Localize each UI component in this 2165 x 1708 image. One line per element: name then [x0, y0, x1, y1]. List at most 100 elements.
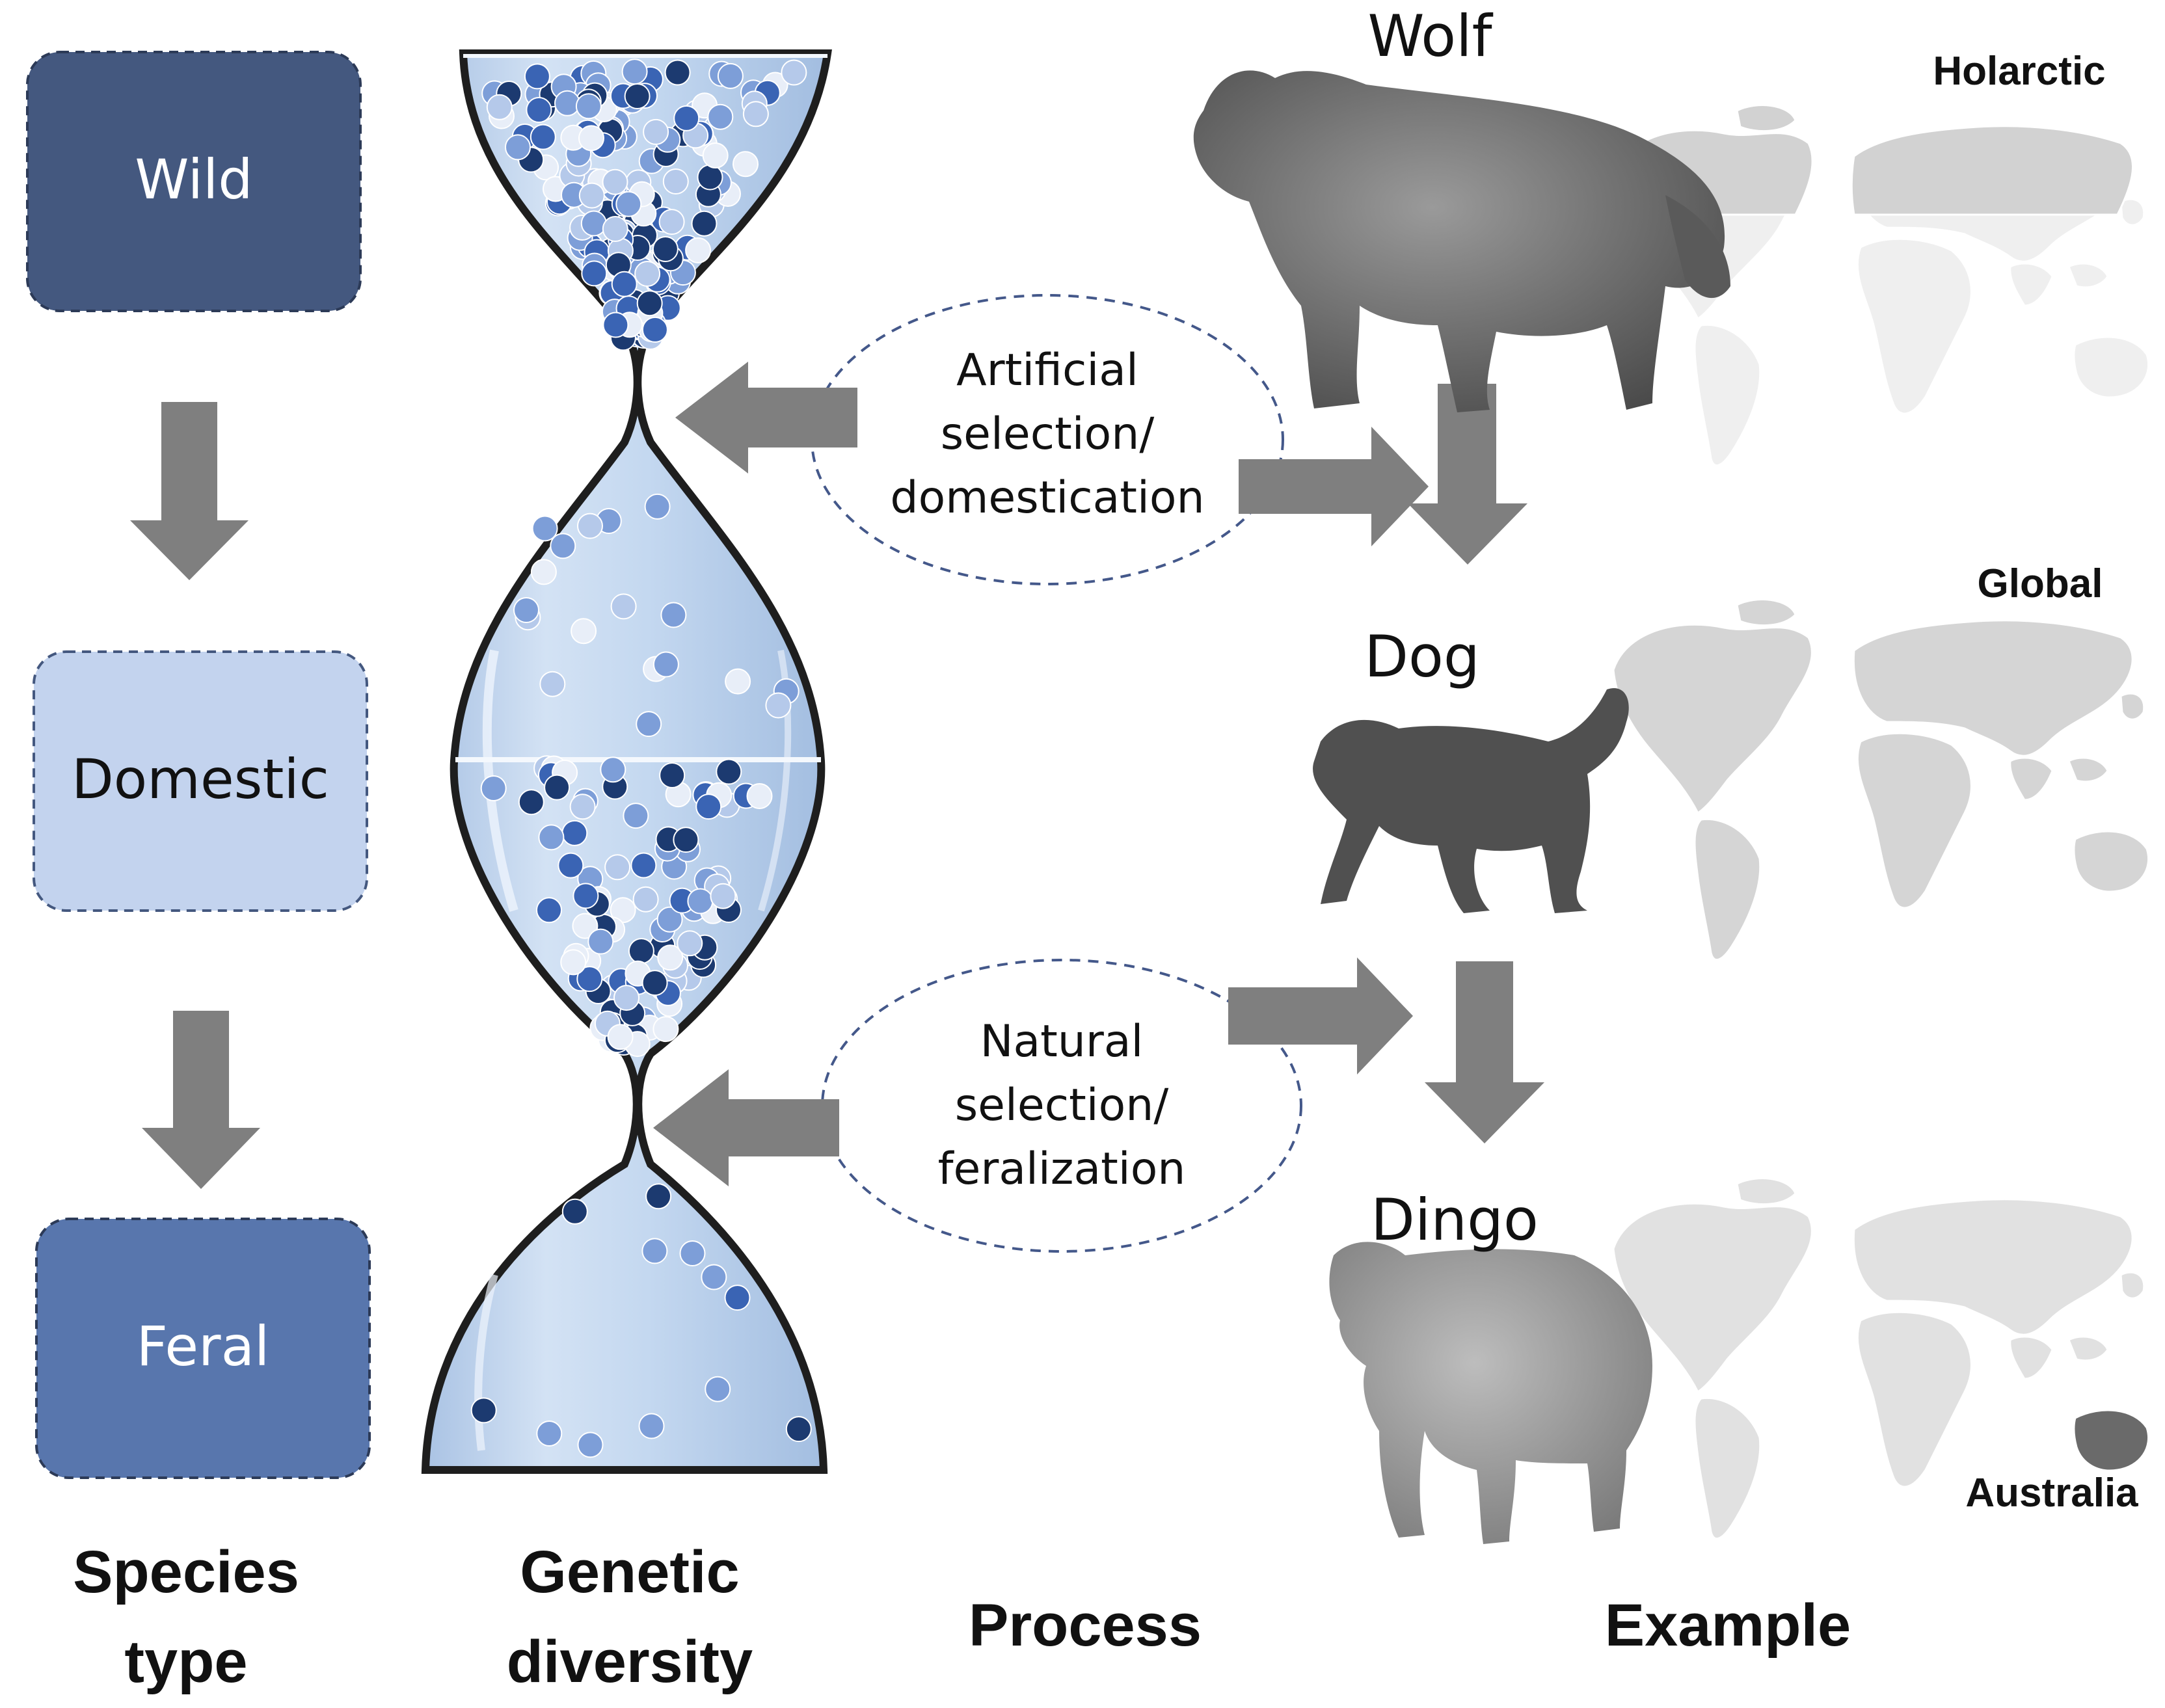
diversity-bead: [505, 134, 531, 161]
diversity-bead: [695, 794, 722, 820]
diversity-bead: [572, 883, 599, 909]
diversity-bead: [602, 168, 628, 195]
diversity-bead: [550, 533, 576, 559]
diversity-bead: [687, 888, 714, 914]
diversity-bead: [660, 602, 687, 628]
diversity-bead: [725, 668, 751, 695]
genetic-diversity-hourglass: [421, 49, 832, 1474]
diversity-bead: [673, 105, 700, 131]
diversity-bead: [662, 168, 689, 194]
diversity-bead: [781, 59, 807, 86]
diversity-bead: [701, 1264, 727, 1290]
diversity-bead: [587, 928, 614, 955]
diversity-bead: [539, 671, 566, 697]
diversity-bead: [641, 1238, 668, 1264]
diversity-bead: [558, 852, 584, 879]
diversity-bead: [685, 237, 712, 263]
diversity-bead: [634, 261, 661, 287]
diversity-bead: [580, 210, 607, 237]
diversity-bead: [536, 1421, 563, 1447]
diversity-bead: [602, 312, 629, 338]
dingo-image: [1329, 1242, 1652, 1544]
diversity-bead: [630, 852, 657, 879]
diversity-bead: [577, 513, 603, 539]
diversity-bead: [560, 949, 587, 976]
diversity-bead: [765, 692, 792, 719]
diversity-bead: [673, 827, 699, 853]
region-label-holarctic: Holarctic: [1933, 49, 2105, 94]
species-box-domestic: Domestic: [33, 650, 368, 912]
diversity-bead: [604, 854, 631, 881]
diversity-bead: [602, 216, 628, 242]
diversity-bead: [561, 820, 588, 846]
diversity-bead: [530, 559, 557, 585]
diversity-bead: [530, 124, 556, 150]
process-domestication: Artificial selection/ domestication: [675, 294, 1429, 585]
arrow-feralization-to-hourglass: [653, 1069, 839, 1186]
diversity-bead: [641, 316, 668, 343]
diversity-bead: [717, 62, 744, 89]
diversity-bead: [607, 1024, 634, 1050]
arrow-domestication-to-dog: [1239, 427, 1429, 546]
diversity-bead: [632, 886, 659, 913]
diversity-bead: [615, 191, 642, 217]
diversity-bead: [705, 1376, 731, 1402]
dingo-body: [1329, 1242, 1652, 1544]
wolf-tail: [1665, 195, 1730, 299]
diversity-bead: [716, 758, 742, 785]
diversity-bead: [710, 883, 736, 909]
animal-name-dog: Dog: [1364, 623, 1479, 690]
process-feralization: Natural selection/ feralization: [653, 957, 1413, 1253]
diversity-bead: [569, 794, 596, 820]
diversity-bead: [636, 290, 663, 317]
diversity-bead: [513, 597, 539, 623]
column-label-process: Process: [969, 1592, 1202, 1659]
diversity-bead: [577, 1432, 604, 1458]
diversity-bead: [652, 236, 679, 262]
column-label-species-type-line1: Species: [73, 1539, 299, 1605]
diversity-bead: [538, 824, 565, 851]
diversity-bead: [623, 803, 649, 829]
diversity-bead: [691, 210, 718, 237]
diversity-bead: [470, 1397, 497, 1424]
diversity-bead: [611, 271, 638, 297]
diversity-bead: [652, 651, 679, 678]
process-label-line3: domestication: [890, 472, 1204, 524]
diversity-bead: [526, 97, 552, 123]
species-type-column: Wild Domestic Feral: [26, 51, 371, 1479]
diversity-bead: [480, 775, 507, 801]
diversity-bead: [659, 762, 686, 788]
species-label-feral: Feral: [137, 1314, 270, 1378]
region-label-global: Global: [1978, 561, 2103, 606]
diversity-bead: [613, 985, 639, 1011]
diversity-bead: [486, 94, 513, 120]
arrow-feralization-to-dingo: [1228, 957, 1413, 1074]
diversity-bead: [664, 59, 691, 86]
diversity-bead: [707, 103, 734, 130]
column-label-example: Example: [1605, 1592, 1851, 1659]
diversity-bead: [536, 897, 562, 924]
process-label-line3: feralization: [938, 1143, 1186, 1195]
process-label-line1: Natural: [980, 1016, 1144, 1067]
diversity-bead: [644, 493, 671, 520]
genetic-diversity-beads: [470, 59, 812, 1458]
diversity-bead: [576, 966, 603, 993]
diversity-bead: [733, 151, 759, 178]
diversity-bead: [578, 125, 604, 152]
dog-body: [1313, 688, 1629, 913]
arrow-dog-to-dingo: [1425, 961, 1544, 1143]
diversity-bead: [677, 930, 703, 957]
diversity-bead: [628, 938, 654, 965]
process-label-line2: selection/: [955, 1080, 1169, 1131]
diversity-bead: [600, 756, 626, 783]
diversity-bead: [524, 63, 550, 90]
species-box-wild: Wild: [26, 51, 362, 312]
diversity-bead: [643, 118, 669, 145]
process-label-line2: selection/: [941, 408, 1155, 460]
region-label-australia: Australia: [1965, 1471, 2138, 1515]
diversity-bead: [657, 944, 684, 971]
diversity-bead: [561, 1198, 588, 1225]
arrow-wolf-to-dog: [1408, 384, 1527, 565]
diversity-bead: [697, 164, 723, 191]
